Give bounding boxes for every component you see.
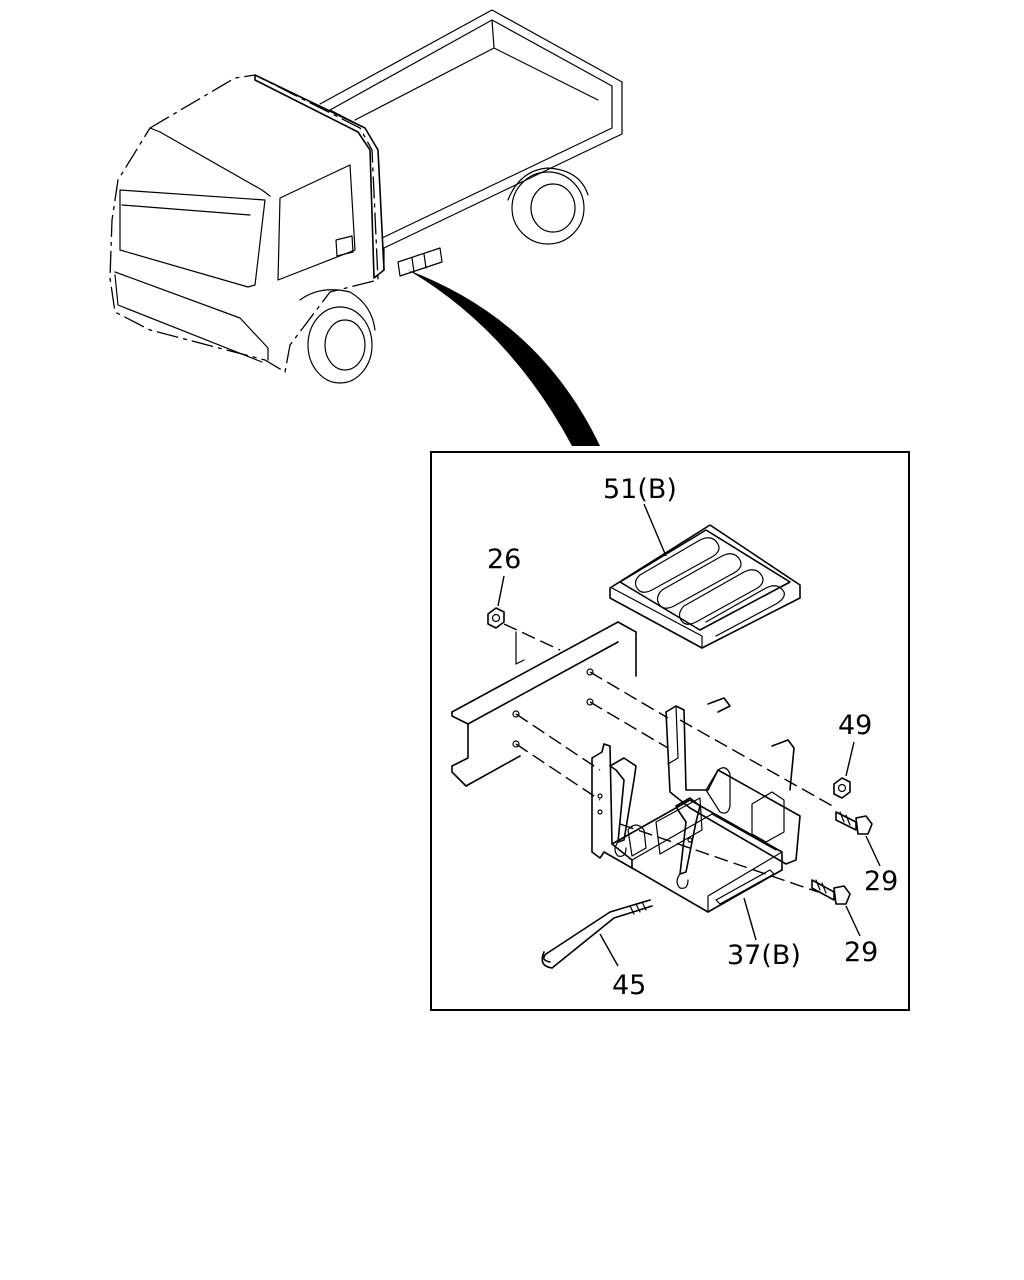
- callout-29-upper: 29: [864, 866, 898, 897]
- battery-bracket: [591, 697, 801, 913]
- callout-51b: 51(B): [603, 474, 677, 505]
- detail-frame: [430, 451, 910, 1011]
- leader-lines: [497, 503, 881, 967]
- bolt-29-lower: [811, 879, 851, 905]
- callout-45: 45: [612, 970, 646, 1001]
- callout-37b: 37(B): [727, 940, 801, 971]
- callout-26: 26: [487, 544, 521, 575]
- battery-cover: [609, 524, 801, 649]
- assembly-lines: [503, 623, 837, 893]
- frame-rail: [451, 621, 637, 787]
- callout-49: 49: [838, 710, 872, 741]
- bolt-29-upper: [835, 811, 873, 835]
- truck-illustration: [109, 9, 623, 384]
- callout-29-lower: 29: [844, 937, 878, 968]
- detail-pointer: [408, 270, 600, 446]
- nut-49: [833, 777, 851, 799]
- nut-26: [487, 607, 505, 629]
- hook-rod: [541, 899, 653, 969]
